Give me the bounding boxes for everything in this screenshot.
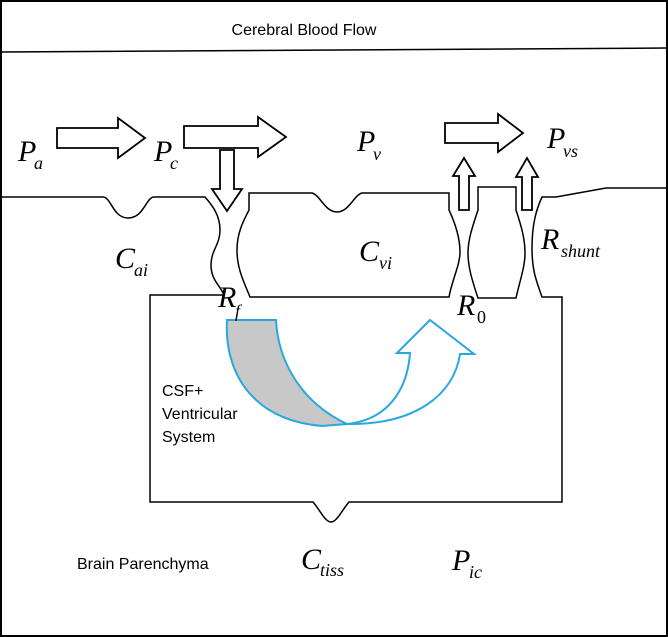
symbol-pic: P ic: [451, 544, 482, 582]
svg-text:R: R: [217, 281, 236, 314]
svg-text:vi: vi: [379, 253, 392, 273]
svg-text:P: P: [17, 135, 36, 168]
symbol-r0: R 0: [456, 289, 486, 327]
svg-text:P: P: [356, 125, 375, 158]
csf-label-line3: System: [162, 429, 215, 446]
diagram-title: Cerebral Blood Flow: [232, 22, 377, 39]
title-separator: [0, 47, 668, 53]
symbol-cvi: C vi: [359, 235, 392, 273]
svg-text:f: f: [235, 301, 243, 321]
svg-text:P: P: [451, 544, 470, 577]
symbol-pc: P c: [153, 135, 178, 173]
r0-outflow-arrow: [451, 156, 477, 211]
symbol-pa: P a: [17, 135, 43, 173]
vessel-outer-wall: [0, 187, 668, 523]
cvi-compartment: [236, 192, 461, 298]
venous-flow-arrow: [444, 112, 525, 154]
csf-flow-arrow-head: [346, 318, 477, 426]
svg-text:shunt: shunt: [561, 241, 601, 261]
symbol-rf: R f: [217, 281, 243, 321]
csf-label-line1: CSF+: [162, 383, 203, 400]
svg-text:C: C: [301, 543, 322, 576]
svg-text:c: c: [170, 153, 178, 173]
svg-text:0: 0: [477, 307, 486, 327]
symbol-ctiss: C tiss: [301, 543, 344, 580]
csf-formation-arrow: [210, 149, 244, 213]
svg-text:C: C: [115, 242, 136, 275]
capillary-flow-arrow: [183, 115, 288, 159]
csf-flow-arrow-tail: [225, 319, 351, 428]
symbol-pv: P v: [356, 125, 381, 164]
r0-resistor: [467, 186, 526, 299]
svg-text:v: v: [373, 144, 381, 164]
svg-text:P: P: [546, 122, 565, 155]
svg-text:R: R: [456, 289, 475, 322]
parenchyma-label: Brain Parenchyma: [77, 556, 209, 573]
svg-text:a: a: [34, 153, 43, 173]
svg-text:R: R: [540, 223, 559, 256]
arterial-flow-arrow: [56, 116, 147, 160]
svg-text:P: P: [153, 135, 172, 168]
svg-text:C: C: [359, 235, 380, 268]
symbol-pvs: P vs: [546, 122, 578, 161]
shunt-outflow-arrow: [514, 156, 540, 211]
svg-text:ic: ic: [469, 562, 482, 582]
symbol-cai: C ai: [115, 242, 148, 280]
symbol-rshunt: R shunt: [540, 223, 601, 261]
svg-text:tiss: tiss: [320, 560, 344, 580]
svg-text:ai: ai: [134, 260, 148, 280]
svg-text:vs: vs: [563, 141, 578, 161]
csf-label-line2: Ventricular: [162, 406, 238, 423]
